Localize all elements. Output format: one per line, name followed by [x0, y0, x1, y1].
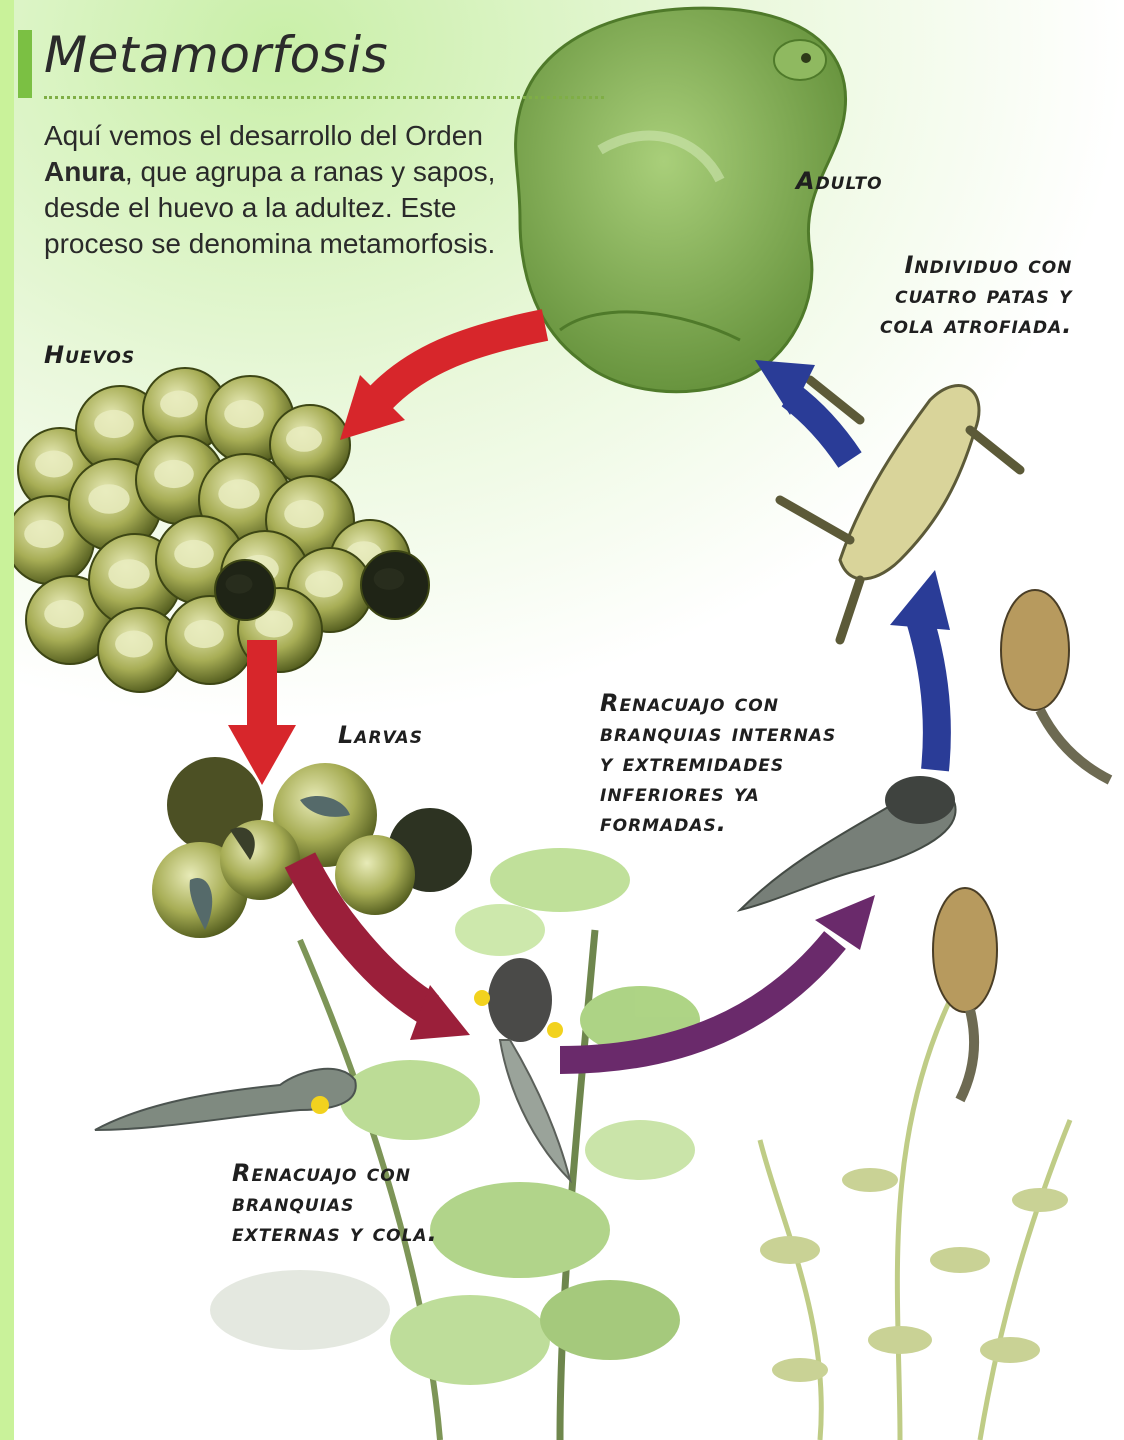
label-external-gills: Renacuajo con branquias externas y cola.	[232, 1158, 438, 1248]
label-larvae: Larvas	[338, 720, 423, 750]
egg-highlight	[286, 426, 322, 452]
intro-text-before: Aquí vemos el desarrollo del Orden	[44, 120, 483, 151]
egg-highlight	[44, 600, 84, 628]
left-accent-strip	[0, 0, 14, 1440]
egg-highlight	[88, 484, 129, 513]
egg-highlight	[224, 400, 264, 428]
egg-highlight	[115, 631, 153, 658]
label-eggs: Huevos	[44, 340, 135, 370]
page-title: Metamorfosis	[44, 26, 388, 84]
intro-text: Aquí vemos el desarrollo del Orden Anura…	[44, 118, 514, 262]
egg-highlight	[94, 410, 134, 438]
egg-highlight	[35, 451, 73, 478]
egg-highlight	[108, 559, 149, 588]
egg-highlight	[184, 620, 224, 648]
egg-highlight	[374, 568, 405, 590]
egg-highlight	[305, 571, 343, 598]
egg-highlight	[218, 479, 259, 508]
egg-highlight	[160, 391, 198, 418]
label-internal-gills: Renacuajo con branquias internas y extre…	[600, 688, 836, 838]
label-four-legs: Individuo con cuatro patas y cola atrofi…	[880, 250, 1072, 340]
intro-text-bold: Anura	[44, 156, 125, 187]
egg-highlight	[174, 540, 214, 568]
egg-highlight	[284, 500, 324, 528]
title-accent-bar	[18, 30, 32, 98]
tadpole-external-gills-illustration	[95, 1069, 356, 1130]
title-divider	[44, 96, 604, 99]
egg-highlight	[154, 460, 194, 488]
egg-highlight	[226, 574, 253, 593]
label-adult: Adulto	[796, 166, 883, 196]
egg-highlight	[24, 520, 64, 548]
tadpole-center-illustration	[474, 958, 570, 1180]
